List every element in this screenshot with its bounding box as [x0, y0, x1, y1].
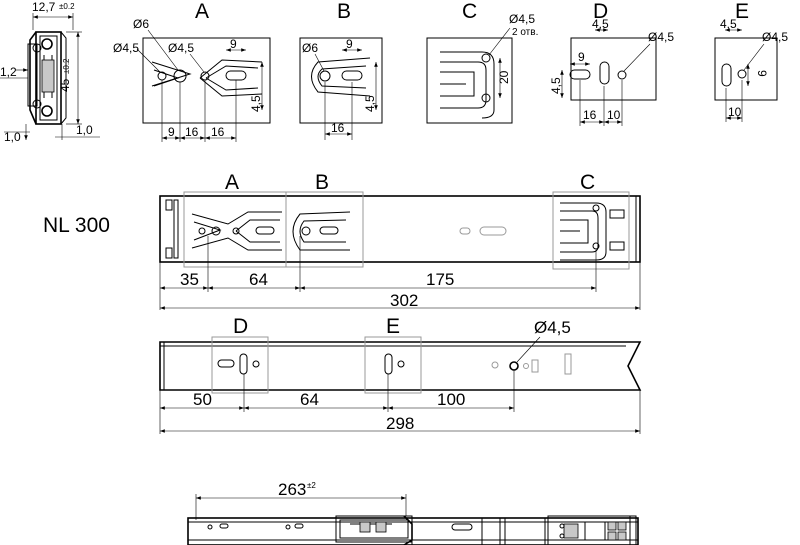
extension-tol: ±2 — [307, 481, 316, 490]
detail-a-title: A — [195, 0, 209, 23]
detail-c-title: C — [462, 0, 477, 23]
detail-d-bottom-dim-1: 16 — [583, 108, 597, 122]
detail-d-dim-9: 9 — [578, 50, 585, 64]
inner-rail: D E Ø4,5 50 64 100 298 — [159, 315, 642, 434]
outer-total: 302 — [390, 291, 418, 310]
detail-e-hole: Ø4,5 — [762, 30, 788, 44]
profile-height-tol: ±0.2 — [62, 58, 71, 74]
detail-e-dim-9: 9 — [755, 70, 769, 77]
model-label: NL 300 — [43, 214, 110, 237]
profile-height-label: 45 — [58, 78, 72, 92]
detail-d-title: D — [593, 0, 608, 23]
detail-a-dim-45: 4,5 — [249, 95, 263, 112]
detail-b-hole: Ø6 — [302, 41, 318, 55]
detail-d-dim-top: 4,5 — [592, 17, 609, 31]
extended-assembly: 263 ±2 — [187, 480, 639, 545]
profile-left-label: 1,2 — [0, 65, 17, 79]
detail-a-hole-big: Ø6 — [133, 17, 149, 31]
detail-c-hole: Ø4,5 — [509, 12, 535, 26]
detail-b: B Ø6 9 4,5 16 — [299, 0, 383, 140]
detail-c: C Ø4,5 2 отв. 20 — [426, 0, 538, 124]
detail-b-dim-16: 16 — [331, 121, 345, 135]
detail-a-bottom-dim-1: 9 — [168, 125, 175, 139]
detail-a-hole-mid: Ø4,5 — [168, 41, 194, 55]
detail-b-dim-45: 4,5 — [363, 95, 377, 112]
detail-e-dim-top: 4,5 — [720, 17, 737, 31]
inner-dim-1: 50 — [193, 390, 212, 409]
detail-b-title: B — [337, 0, 351, 23]
detail-a: A Ø4,5 Ø6 Ø4,5 9 4,5 9 16 16 — [113, 0, 271, 142]
detail-a-bottom-dim-2: 16 — [185, 125, 199, 139]
profile-bottom-right-label: 1,0 — [76, 123, 93, 137]
profile-width-label: 12,7 — [32, 0, 56, 14]
rail-region-b-label: B — [315, 171, 329, 194]
inner-dim-3: 100 — [437, 390, 465, 409]
detail-a-dim-9: 9 — [230, 37, 237, 51]
extension-label: 263 — [278, 480, 306, 499]
inner-total: 298 — [386, 414, 414, 433]
profile-bottom-left-label: 1,0 — [4, 130, 21, 144]
detail-d-hole: Ø4,5 — [648, 30, 674, 44]
detail-d-bottom-dim-2: 10 — [607, 108, 621, 122]
detail-d-dim-left: 4,5 — [549, 77, 563, 94]
detail-c-dim-20: 20 — [497, 70, 511, 84]
inner-hole-label: Ø4,5 — [534, 318, 571, 337]
detail-e: E 4,5 Ø4,5 9 10 — [714, 0, 788, 122]
profile-section: 12,7 ±0.2 45 ±0.2 1,2 1,0 1,0 — [0, 0, 100, 144]
detail-c-hole-count: 2 отв. — [512, 27, 538, 38]
outer-rail: A B C — [159, 171, 641, 310]
detail-a-hole-small: Ø4,5 — [113, 41, 139, 55]
detail-e-dim-10: 10 — [728, 105, 742, 119]
outer-dim-3: 175 — [426, 270, 454, 289]
rail-region-c-label: C — [580, 171, 595, 194]
inner-region-e-label: E — [386, 315, 400, 338]
detail-d: D 4,5 Ø4,5 9 4,5 16 10 — [549, 0, 674, 126]
detail-e-title: E — [735, 0, 749, 23]
detail-a-bottom-dim-3: 16 — [211, 125, 225, 139]
outer-dim-2: 64 — [249, 270, 268, 289]
inner-region-d-label: D — [233, 315, 248, 338]
rail-region-a-label: A — [225, 171, 239, 194]
profile-width-tol: ±0.2 — [59, 2, 75, 11]
outer-dim-1: 35 — [180, 270, 199, 289]
inner-dim-2: 64 — [300, 390, 319, 409]
detail-b-dim-9: 9 — [346, 37, 353, 51]
